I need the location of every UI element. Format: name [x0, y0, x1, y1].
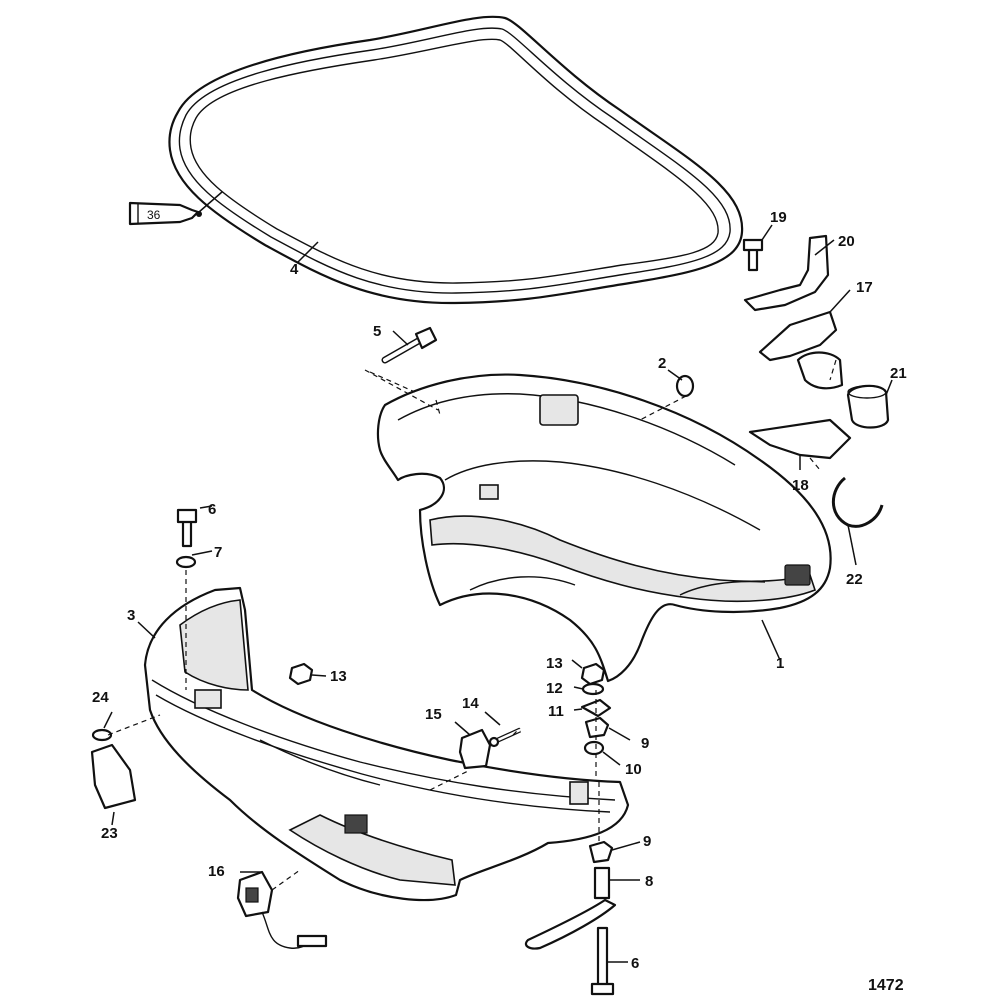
bolt-5	[381, 326, 438, 364]
callout-16: 16	[208, 863, 225, 880]
latch-bracket-17	[758, 310, 844, 390]
callout-8: 8	[645, 873, 653, 890]
retaining-ring-22	[831, 476, 884, 528]
callout-9-upper: 9	[641, 735, 649, 752]
sleeve-21	[846, 384, 890, 429]
callout-9-lower: 9	[643, 833, 651, 850]
bolt-6-lower	[590, 926, 615, 996]
bushing-9-lower	[588, 840, 614, 864]
bushing-9-upper	[584, 716, 610, 739]
callout-13-right: 13	[546, 655, 563, 672]
upper-cowl	[376, 373, 832, 683]
callout-15: 15	[425, 706, 442, 723]
callout-2: 2	[658, 355, 666, 372]
callout-10: 10	[625, 761, 642, 778]
callout-1: 1	[776, 655, 784, 672]
callout-4: 4	[290, 261, 299, 278]
washer-12	[581, 682, 605, 696]
callout-6-upper: 6	[208, 501, 216, 518]
callout-3: 3	[127, 607, 135, 624]
callout-17: 17	[856, 279, 873, 296]
clip-15	[458, 728, 492, 770]
callout-18: 18	[792, 477, 809, 494]
bolt-19	[742, 238, 764, 272]
leader-lines	[103, 224, 893, 963]
bracket-20	[743, 234, 830, 312]
callout-5: 5	[373, 323, 381, 340]
tube-label: 36	[147, 208, 161, 222]
callout-22: 22	[846, 571, 863, 588]
callout-20: 20	[838, 233, 855, 250]
washer-24	[91, 728, 113, 742]
figure-number: 1472	[868, 977, 904, 994]
washer-7	[175, 555, 197, 569]
switch-16	[236, 870, 328, 949]
callout-labels: 1 2 3 4 5 6 6 7 8 9 9 10 11 12 13 13 14 …	[92, 209, 907, 972]
lever-8	[524, 866, 617, 950]
latch-plate-18	[748, 418, 852, 460]
callout-12: 12	[546, 680, 563, 697]
callout-24: 24	[92, 689, 109, 706]
callout-7: 7	[214, 544, 222, 561]
callout-23: 23	[101, 825, 118, 842]
seal-ring	[168, 15, 744, 305]
callout-6-lower: 6	[631, 955, 639, 972]
callout-21: 21	[890, 365, 907, 382]
nut-13-left	[288, 662, 314, 686]
sealant-tube: 36	[128, 201, 202, 226]
callout-14: 14	[462, 695, 479, 712]
o-ring-10	[583, 740, 605, 756]
alignment-lines	[107, 359, 837, 891]
callout-19: 19	[770, 209, 787, 226]
callout-13-left: 13	[330, 668, 347, 685]
lower-cowl	[143, 586, 630, 902]
latch-handle-23	[90, 743, 137, 810]
nut-13-right	[580, 662, 606, 686]
bolt-6-upper	[176, 508, 198, 548]
callout-11: 11	[548, 703, 564, 720]
